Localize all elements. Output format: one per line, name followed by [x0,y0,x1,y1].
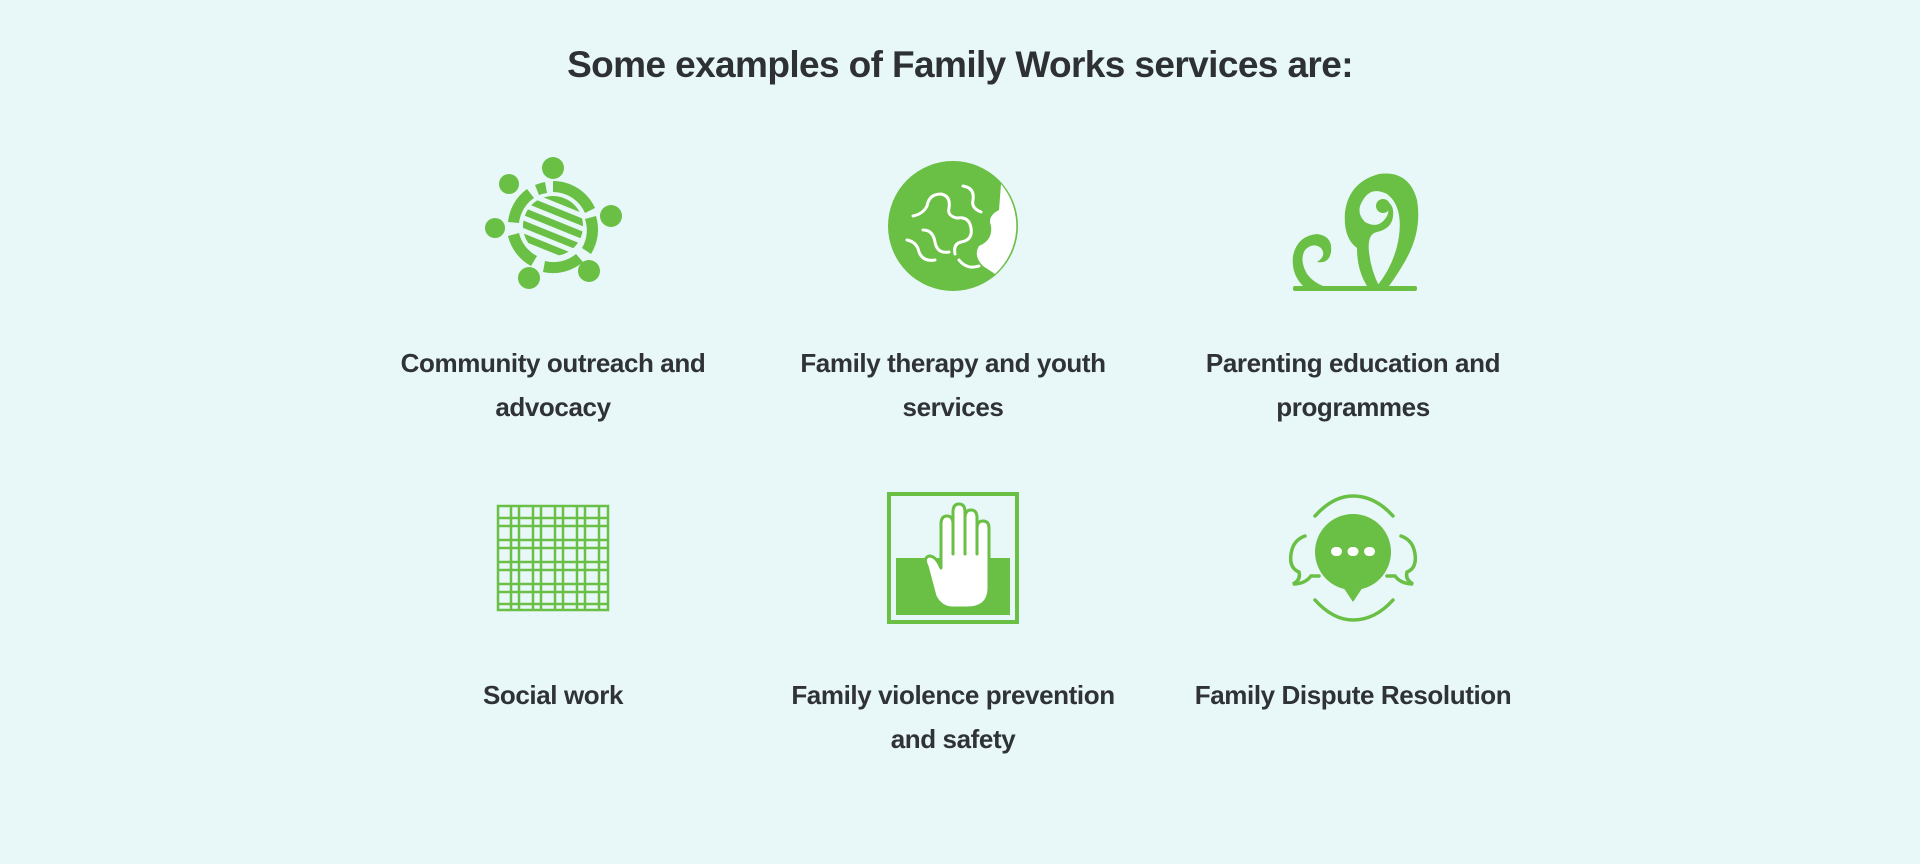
service-family-dispute-resolution: Family Dispute Resolution [1188,488,1518,768]
puzzle-icon [883,156,1023,296]
service-label: Community outreach and advocacy [400,348,706,422]
service-label: Parenting education and programmes [1205,348,1501,422]
service-family-violence-prevention: Family violence prevention and safety [788,488,1118,768]
service-label: Family therapy and youth services [800,348,1106,422]
service-family-therapy: Family therapy and youth services [788,156,1118,556]
service-label: Family violence prevention and safety [791,680,1115,754]
service-label: Family Dispute Resolution [1194,680,1512,710]
service-community-outreach: Community outreach and advocacy [388,156,718,556]
woven-mat-icon [483,488,623,628]
section-title: Some examples of Family Works services a… [567,44,1353,85]
service-social-work: Social work [388,488,718,768]
service-label: Social work [482,680,624,710]
raised-hand-icon [883,488,1023,628]
fern-koru-icon [1283,156,1423,296]
service-parenting: Parenting education and programmes [1188,156,1518,556]
community-circle-icon [483,156,623,296]
speech-bubbles-icon [1283,488,1423,628]
